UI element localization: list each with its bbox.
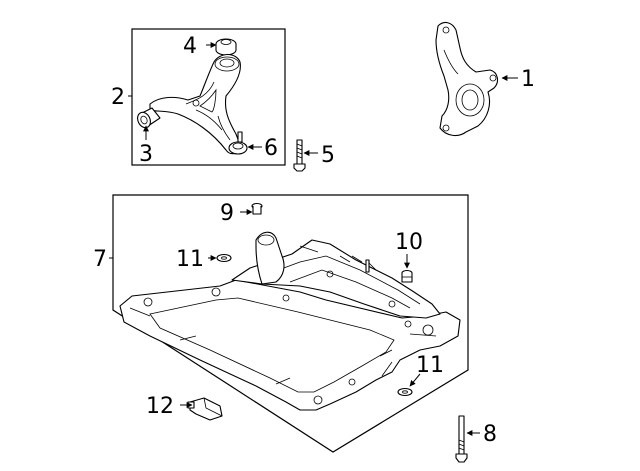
callout-11-lower: 11 — [416, 353, 444, 378]
callout-1: 1 — [521, 67, 535, 92]
bolt-5-part[interactable] — [293, 139, 306, 172]
control-arm-group — [128, 28, 286, 166]
subframe-group — [109, 194, 469, 453]
callout-2: 2 — [111, 85, 125, 110]
callout-9: 9 — [220, 201, 234, 226]
ball-joint-part[interactable] — [228, 131, 248, 155]
steering-knuckle-part[interactable] — [435, 21, 499, 137]
nut-10-part[interactable] — [401, 269, 413, 283]
control-arm-group-frame — [131, 28, 286, 166]
callout-12: 12 — [146, 394, 174, 419]
callout-11-upper: 11 — [176, 247, 204, 272]
washer-11-lower-part[interactable] — [397, 387, 413, 397]
callout-4: 4 — [183, 34, 197, 59]
callout-3: 3 — [139, 142, 153, 167]
upper-bushing-part[interactable] — [215, 38, 237, 56]
callout-5: 5 — [321, 143, 335, 168]
callout-leaders — [143, 42, 518, 436]
subframe-group-frame — [112, 194, 469, 453]
washer-11-upper-part[interactable] — [216, 253, 232, 263]
grommet-9-part[interactable] — [251, 202, 263, 215]
callout-8: 8 — [483, 422, 497, 447]
bolt-8-part[interactable] — [455, 415, 468, 463]
callout-7: 7 — [93, 247, 107, 272]
control-arm-part[interactable] — [149, 53, 243, 155]
subframe-crossmember-part[interactable] — [119, 231, 461, 411]
bracket-12-part[interactable] — [187, 397, 223, 421]
callout-10: 10 — [395, 230, 423, 255]
callout-6: 6 — [264, 136, 278, 161]
